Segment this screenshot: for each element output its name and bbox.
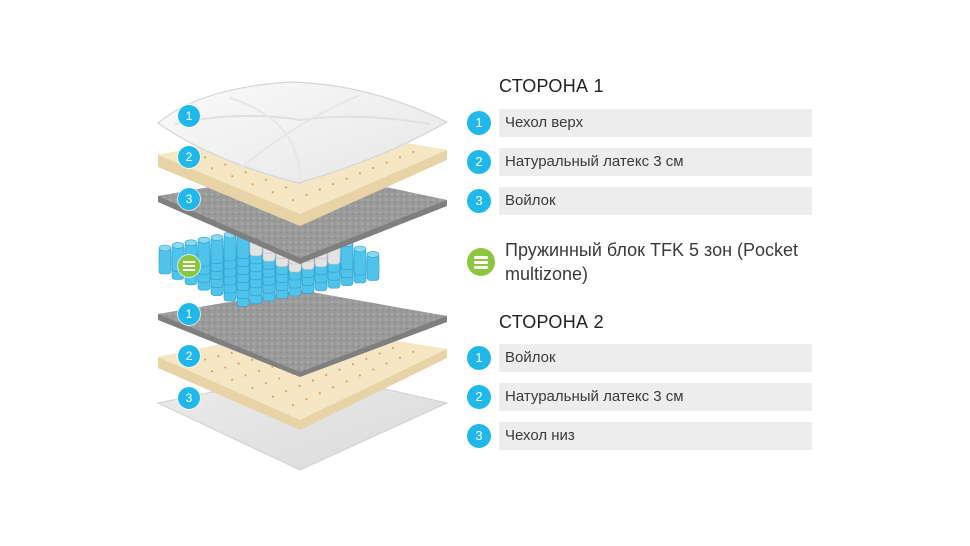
latex-perforation xyxy=(378,352,381,355)
latex-perforation xyxy=(251,183,254,186)
latex-perforation xyxy=(338,368,341,371)
latex-perforation xyxy=(237,362,240,365)
item-number: 2 xyxy=(467,385,491,409)
latex-perforation xyxy=(231,378,234,381)
latex-perforation xyxy=(203,156,207,159)
latex-perforation xyxy=(231,175,234,178)
side-2-heading: СТОРОНА 2 xyxy=(499,312,604,332)
bottom-felt-layer xyxy=(158,290,447,377)
top-cover-layer xyxy=(157,81,449,184)
latex-perforation xyxy=(332,386,335,389)
item-number: 2 xyxy=(467,150,491,174)
latex-perforation xyxy=(244,374,247,377)
side-2-item-felt: 1 Войлок xyxy=(467,344,812,372)
latex-perforation xyxy=(271,191,274,194)
latex-perforation xyxy=(325,373,328,377)
latex-perforation xyxy=(271,365,274,368)
latex-perforation xyxy=(391,347,395,350)
mattress-layers-illustration xyxy=(156,81,449,471)
spring-coil xyxy=(366,251,380,281)
side-2-item-latex: 2 Натуральный латекс 3 см xyxy=(467,383,812,411)
latex-perforation xyxy=(412,350,415,353)
latex-perforation xyxy=(264,178,267,181)
latex-perforation xyxy=(271,395,274,398)
layer-marker-latex-top: 2 xyxy=(178,146,200,168)
latex-perforation xyxy=(251,387,254,390)
spring-coil xyxy=(210,234,224,264)
latex-perforation xyxy=(210,167,214,170)
latex-perforation xyxy=(398,356,402,359)
latex-perforation xyxy=(210,370,214,373)
latex-perforation xyxy=(318,392,321,395)
layer-marker-felt-bottom: 1 xyxy=(178,303,200,325)
item-label: Натуральный латекс 3 см xyxy=(499,148,812,176)
list-lines-icon xyxy=(467,248,495,276)
latex-perforation xyxy=(351,363,355,366)
latex-perforation xyxy=(230,351,233,355)
latex-perforation xyxy=(332,183,335,186)
layer-marker-latex-bottom: 2 xyxy=(178,345,200,367)
layer-marker-spring-block xyxy=(178,255,200,277)
layer-marker-cover-top: 1 xyxy=(178,105,200,127)
latex-perforation xyxy=(224,163,227,166)
side-1-item-felt: 3 Войлок xyxy=(467,187,812,215)
latex-perforation xyxy=(345,177,348,180)
latex-perforation xyxy=(398,156,402,159)
spring-block-item: Пружинный блок TFK 5 зон (Pocket multizo… xyxy=(467,238,812,290)
latex-perforation xyxy=(250,358,254,361)
spring-block-label: Пружинный блок TFK 5 зон (Pocket multizo… xyxy=(505,240,799,284)
side-1-item-latex: 2 Натуральный латекс 3 см xyxy=(467,148,812,176)
latex-perforation xyxy=(298,384,301,387)
item-label: Натуральный латекс 3 см xyxy=(499,383,812,411)
item-label: Войлок xyxy=(499,344,812,372)
latex-perforation xyxy=(358,374,361,377)
layer-marker-cover-bottom: 3 xyxy=(178,387,200,409)
item-label: Чехол верх xyxy=(499,109,812,137)
latex-perforation xyxy=(311,379,314,382)
item-number: 3 xyxy=(467,424,491,448)
side-1-heading: СТОРОНА 1 xyxy=(499,76,604,96)
item-number: 3 xyxy=(467,189,491,213)
layer-marker-felt-top: 3 xyxy=(178,188,200,210)
latex-perforation xyxy=(345,380,348,383)
spring-coil xyxy=(223,231,237,262)
latex-perforation xyxy=(305,193,308,196)
latex-perforation xyxy=(365,357,368,360)
item-label: Войлок xyxy=(499,187,812,215)
latex-perforation xyxy=(217,355,220,358)
side-2-item-cover: 3 Чехол низ xyxy=(467,422,812,450)
latex-perforation xyxy=(318,188,321,191)
item-label: Чехол низ xyxy=(499,422,812,450)
latex-perforation xyxy=(372,166,375,170)
latex-perforation xyxy=(224,366,227,369)
latex-perforation xyxy=(305,398,308,401)
latex-perforation xyxy=(285,186,288,189)
latex-perforation xyxy=(385,161,388,164)
item-number: 1 xyxy=(467,111,491,135)
list-lines-icon xyxy=(183,261,195,271)
latex-perforation xyxy=(291,403,295,407)
latex-perforation xyxy=(278,377,281,380)
item-number: 1 xyxy=(467,346,491,370)
side-1-item-cover: 1 Чехол верх xyxy=(467,109,812,137)
latex-perforation xyxy=(244,171,247,174)
latex-perforation xyxy=(264,382,267,385)
spring-coil xyxy=(353,245,367,276)
latex-perforation xyxy=(203,358,207,361)
spring-coil xyxy=(158,244,172,275)
latex-perforation xyxy=(257,369,261,373)
latex-perforation xyxy=(291,199,295,202)
latex-perforation xyxy=(358,172,361,175)
latex-perforation xyxy=(385,362,388,365)
latex-perforation xyxy=(412,150,415,154)
latex-perforation xyxy=(285,390,288,393)
spring-coil xyxy=(197,236,211,267)
latex-perforation xyxy=(372,368,375,371)
